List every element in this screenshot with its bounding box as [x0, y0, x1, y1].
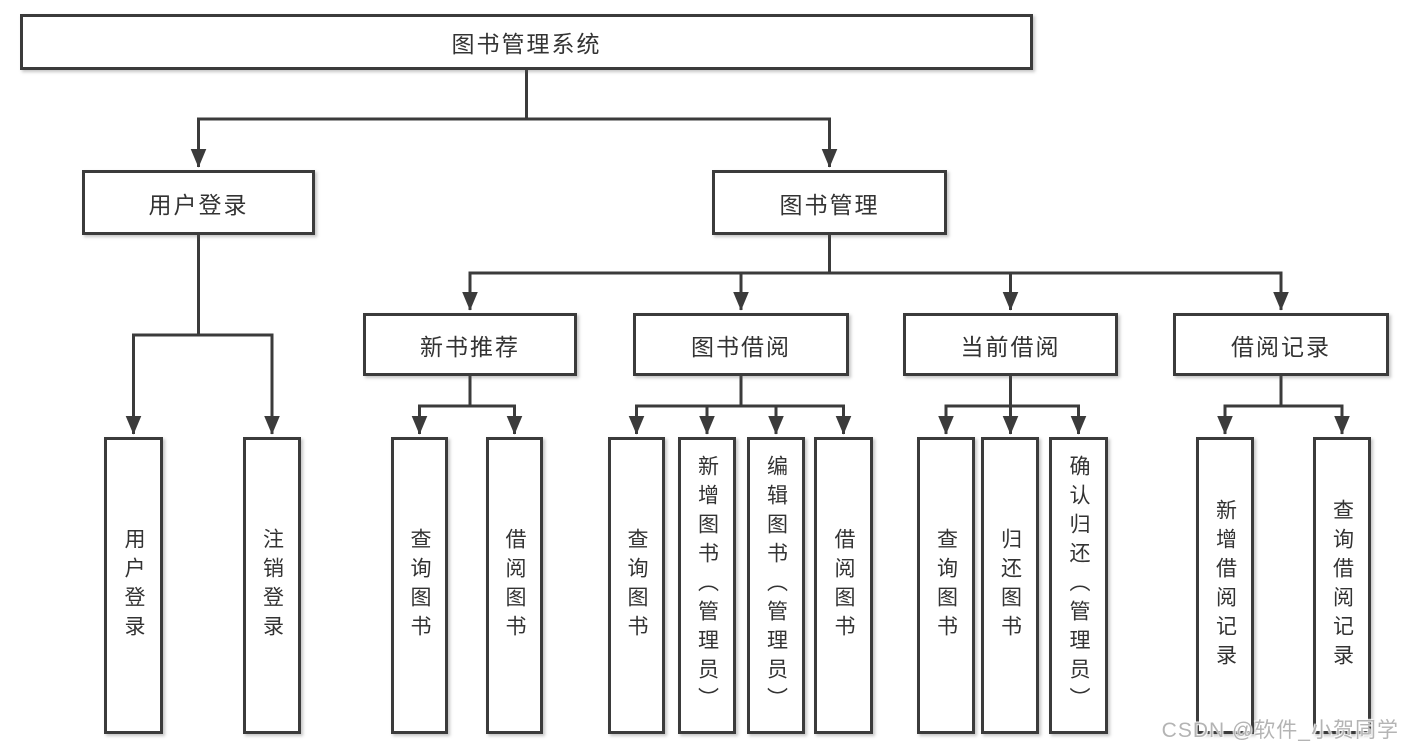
leaf-query-borrow-record: 查询借阅记录 [1313, 437, 1371, 734]
leaf-label: 查询图书 [934, 527, 958, 644]
leaf-label: 注销登录 [260, 527, 284, 644]
leaf-label: 借阅图书 [503, 527, 526, 644]
csdn-watermark: CSDN @软件_小贺同学 [1161, 719, 1399, 742]
leaf-label: 新增借阅记录 [1213, 498, 1237, 673]
leaf-label: 编辑图书（管理员） [764, 455, 788, 716]
leaf-label: 新增图书（管理员） [695, 455, 719, 716]
leaf-borrow-books: 借阅图书 [486, 437, 543, 734]
node-book-management: 图书管理 [712, 170, 947, 235]
leaf-logout: 注销登录 [243, 437, 301, 734]
leaf-label: 确认归还（管理员） [1067, 455, 1090, 716]
leaf-add-borrow-record: 新增借阅记录 [1196, 437, 1254, 734]
leaf-borrow-books: 借阅图书 [814, 437, 873, 734]
leaf-return-book: 归还图书 [981, 437, 1039, 734]
leaf-label: 查询借阅记录 [1330, 498, 1354, 673]
node-library-management-system: 图书管理系统 [20, 14, 1033, 70]
leaf-label: 查询图书 [408, 527, 431, 644]
node-current-borrowing: 当前借阅 [903, 313, 1118, 376]
leaf-query-books: 查询图书 [391, 437, 448, 734]
leaf-label: 归还图书 [998, 527, 1022, 644]
node-borrowing-records: 借阅记录 [1173, 313, 1389, 376]
node-book-borrowing: 图书借阅 [633, 313, 849, 376]
leaf-confirm-return-admin: 确认归还（管理员） [1049, 437, 1108, 734]
leaf-query-books: 查询图书 [608, 437, 665, 734]
leaf-label: 借阅图书 [832, 527, 855, 644]
leaf-label: 用户登录 [122, 527, 145, 644]
leaf-label: 查询图书 [625, 527, 648, 644]
leaf-user-login: 用户登录 [104, 437, 163, 734]
leaf-add-book-admin: 新增图书（管理员） [678, 437, 736, 734]
leaf-query-books: 查询图书 [917, 437, 975, 734]
node-new-book-recommend: 新书推荐 [363, 313, 577, 376]
leaf-edit-book-admin: 编辑图书（管理员） [747, 437, 805, 734]
node-user-login: 用户登录 [82, 170, 315, 235]
